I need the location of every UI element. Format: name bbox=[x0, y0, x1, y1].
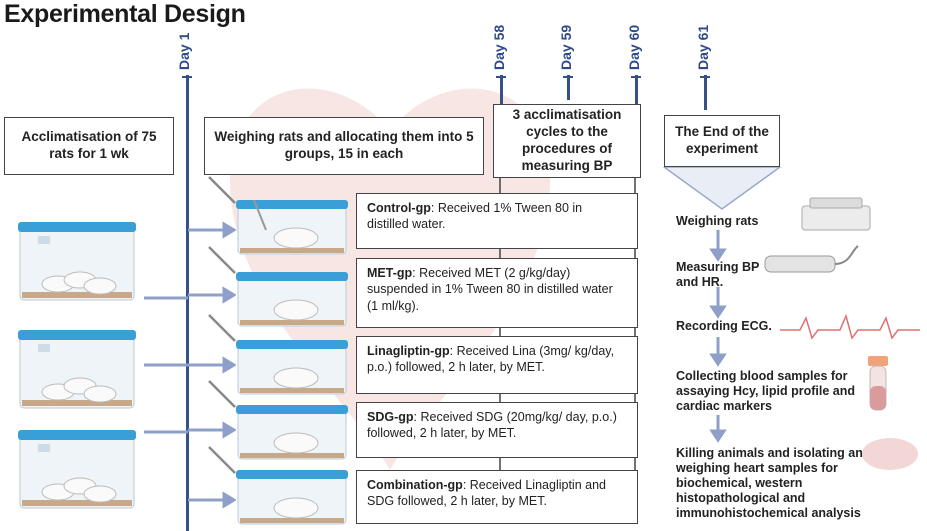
day-1-label: Day 1 bbox=[176, 32, 192, 70]
group-box-linagliptin: Linagliptin-gp: Received Lina (3mg/ kg/d… bbox=[356, 336, 638, 394]
timeline-day59 bbox=[567, 75, 570, 100]
acclimatisation-box: Acclimatisation of 75 rats for 1 wk bbox=[4, 117, 174, 175]
day-60-label: Day 60 bbox=[626, 24, 642, 70]
group-desc: : Received SDG (20mg/kg/ day, p.o.) foll… bbox=[367, 410, 617, 441]
day-61-label: Day 61 bbox=[695, 24, 711, 70]
day-58-label: Day 58 bbox=[491, 24, 507, 70]
group-name: MET-gp bbox=[367, 266, 413, 280]
weighing-box: Weighing rats and allocating them into 5… bbox=[204, 117, 484, 175]
rat-cage-icon bbox=[18, 222, 136, 301]
treated-rat-cage-icon bbox=[236, 470, 348, 525]
end-box: The End of the experiment bbox=[664, 115, 780, 167]
left-arrows bbox=[144, 221, 236, 509]
scale-icon bbox=[801, 197, 871, 231]
step-weighing: Weighing rats bbox=[676, 214, 759, 228]
group-desc: : Received Linagliptin and SDG followed,… bbox=[367, 478, 606, 509]
step-ecg: Recording ECG. bbox=[676, 319, 772, 333]
funnel-arrow bbox=[662, 167, 782, 210]
blood-tube-icon bbox=[868, 356, 888, 411]
syringe-icons bbox=[208, 176, 236, 474]
group-desc: : Received Lina (3mg/ kg/day, p.o.) foll… bbox=[367, 344, 615, 375]
group-name: SDG-gp bbox=[367, 410, 414, 424]
group-box-control: Control-gp: Received 1% Tween 80 in dist… bbox=[356, 193, 638, 249]
group-name: Combination-gp bbox=[367, 478, 463, 492]
bp-device-icon bbox=[764, 245, 859, 273]
timeline-day61 bbox=[704, 75, 707, 110]
rat-cage-icon bbox=[18, 430, 136, 509]
rat-cage-icon bbox=[18, 330, 136, 409]
step-bp-hr: Measuring BP and HR. bbox=[676, 260, 760, 289]
step-blood-samples: Collecting blood samples for assaying Hc… bbox=[676, 369, 855, 413]
group-box-sdg: SDG-gp: Received SDG (20mg/kg/ day, p.o.… bbox=[356, 402, 638, 458]
ecg-trace-icon bbox=[780, 313, 920, 340]
group-box-met: MET-gp: Received MET (2 g/kg/day) suspen… bbox=[356, 258, 638, 328]
group-name: Linagliptin-gp bbox=[367, 344, 450, 358]
rat-silhouette-icon bbox=[862, 438, 918, 470]
step-killing-analysis: Killing animals and isolating and weighi… bbox=[676, 446, 871, 520]
endpoint-flow-arrows bbox=[709, 230, 727, 443]
treated-rat-cage-icon bbox=[236, 405, 348, 460]
page-title: Experimental Design bbox=[4, 0, 246, 28]
treated-rat-cage-icon bbox=[236, 340, 348, 395]
treated-rat-cage-icon bbox=[236, 272, 348, 327]
group-box-combination: Combination-gp: Received Linagliptin and… bbox=[356, 470, 638, 524]
treated-rat-cage-icon bbox=[236, 200, 348, 255]
acclimatisation-cycles-box: 3 acclimatisation cycles to the procedur… bbox=[493, 104, 641, 178]
day-59-label: Day 59 bbox=[558, 24, 574, 70]
timeline-day1 bbox=[186, 75, 189, 531]
group-desc: : Received MET (2 g/kg/day) suspended in… bbox=[367, 266, 613, 313]
group-name: Control-gp bbox=[367, 201, 431, 215]
group-desc: : Received 1% Tween 80 in distilled wate… bbox=[367, 201, 583, 232]
